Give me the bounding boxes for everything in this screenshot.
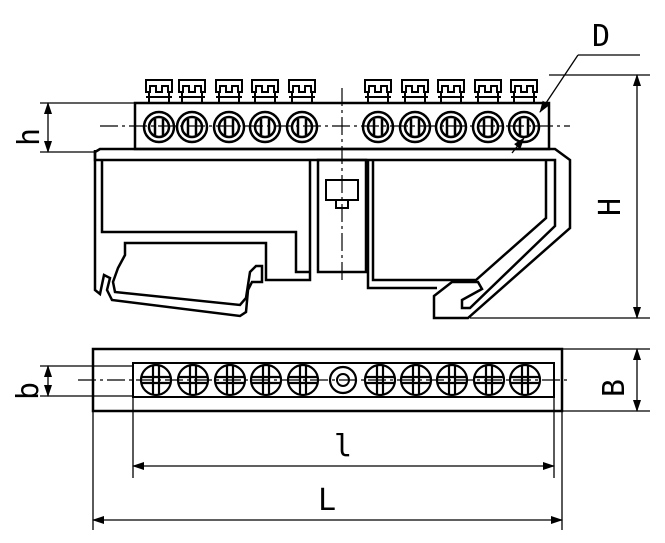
terminal-inner [476,115,500,139]
terminal-outer [471,110,505,144]
dim-b [40,365,133,397]
terminal-outer [361,110,395,144]
dim-B [562,348,650,412]
dim-h [40,102,135,153]
screw-head [474,79,502,93]
label-H: H [593,198,628,216]
top-terminal [176,363,210,397]
top-terminal [363,363,397,397]
terminal-inner [439,115,463,139]
dim-l [132,397,555,478]
terminal-outer [175,110,209,144]
top-terminal [249,363,283,397]
top-terminal [472,363,506,397]
terminal-outer [398,110,432,144]
top-terminal [286,363,320,397]
top-terminal [435,363,469,397]
screw-head [145,79,173,93]
top-terminal [508,363,542,397]
center-rivet-inner [336,373,350,387]
dim-H [470,74,650,319]
dim-D [511,54,640,154]
label-B: B [597,379,632,397]
top-terminal [213,363,247,397]
top-terminal [399,363,433,397]
dim-L [92,411,563,530]
screw-head [437,79,465,93]
housing-right-outer [366,160,437,290]
housing-left [93,150,312,318]
screw-head [364,79,392,93]
terminal-outer [142,110,176,144]
screw-head [510,79,538,93]
terminal-inner [403,115,427,139]
top-view [78,347,570,413]
screw-head [401,79,429,93]
terminal-inner [512,115,536,139]
terminal-inner [180,115,204,139]
screw-head [251,79,279,93]
housing-outline [93,147,572,320]
terminal-inner [147,115,171,139]
terminal-inner [366,115,390,139]
terminal-inner [290,115,314,139]
top-terminal [139,363,173,397]
screw-head [288,79,316,93]
housing-right-pocket [371,160,548,282]
label-h: h [12,128,47,146]
screw-head [178,79,206,93]
terminal-outer [434,110,468,144]
terminal-inner [253,115,277,139]
front-view [93,79,572,320]
housing-inner-left [100,160,310,274]
terminal-outer [212,110,246,144]
terminal-inner [217,115,241,139]
terminal-outer [285,110,319,144]
screw-head [215,79,243,93]
label-D: D [592,19,610,54]
label-L: L [318,483,336,518]
label-l: l [334,429,352,464]
label-b: b [11,382,46,400]
center-rivet [328,365,358,395]
terminal-outer [248,110,282,144]
front-terminals [142,110,541,144]
screw-heads [145,79,538,103]
top-terminals [139,363,542,397]
